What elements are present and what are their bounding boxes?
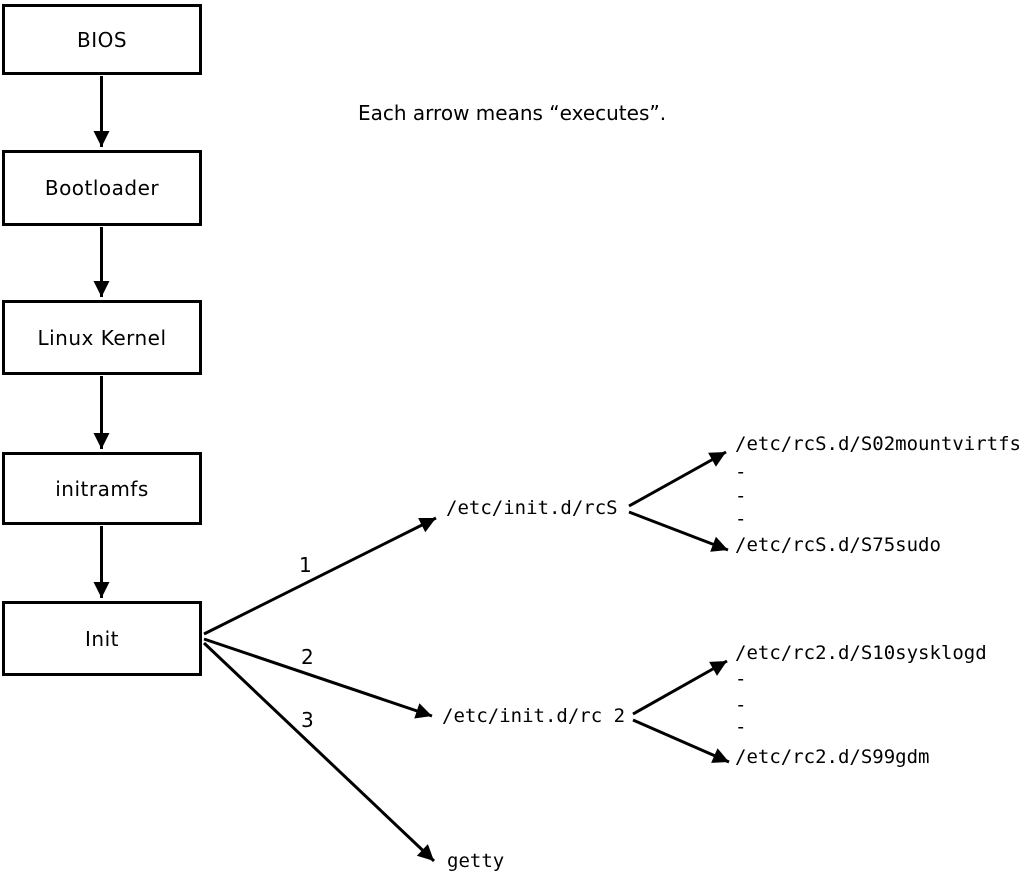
arrow-rcs-to-s02 [628, 450, 727, 508]
arrow-rc2-to-s99 [632, 718, 730, 764]
rcs-ellipsis-dash: - [735, 485, 747, 507]
node-etc-init-d-rcs: /etc/init.d/rcS [446, 497, 618, 519]
rc2-ellipsis-dash: - [735, 694, 747, 716]
node-linux-kernel: Linux Kernel [2, 300, 202, 375]
edge-label-3: 3 [301, 708, 314, 732]
arrow-init-to-getty [202, 641, 436, 863]
node-rc2-script-s99gdm: /etc/rc2.d/S99gdm [735, 746, 930, 768]
edge-label-1: 1 [299, 553, 312, 577]
arrow-init-to-rcs [203, 516, 437, 636]
node-init: Init [2, 601, 202, 676]
node-bios: BIOS [2, 4, 202, 75]
node-bootloader: Bootloader [2, 150, 202, 226]
arrow-init-to-rc2 [203, 637, 433, 719]
node-getty: getty [447, 850, 505, 872]
node-rc2-script-s10sysklogd: /etc/rc2.d/S10sysklogd [735, 642, 987, 664]
rcs-ellipsis-dash: - [735, 461, 747, 483]
node-rcs-script-s75sudo: /etc/rcS.d/S75sudo [735, 534, 941, 556]
rc2-ellipsis-dash: - [735, 716, 747, 738]
rc2-ellipsis-dash: - [735, 668, 747, 690]
legend-annotation: Each arrow means “executes”. [358, 101, 667, 125]
node-rcs-script-s02mountvirtfs: /etc/rcS.d/S02mountvirtfs [735, 433, 1021, 455]
edge-label-2: 2 [301, 645, 314, 669]
node-etc-init-d-rc2: /etc/init.d/rc 2 [442, 705, 626, 727]
arrow-rc2-to-s10 [632, 659, 728, 716]
rcs-ellipsis-dash: - [735, 508, 747, 530]
arrow-rcs-to-s75 [628, 510, 729, 552]
node-initramfs: initramfs [2, 452, 202, 525]
